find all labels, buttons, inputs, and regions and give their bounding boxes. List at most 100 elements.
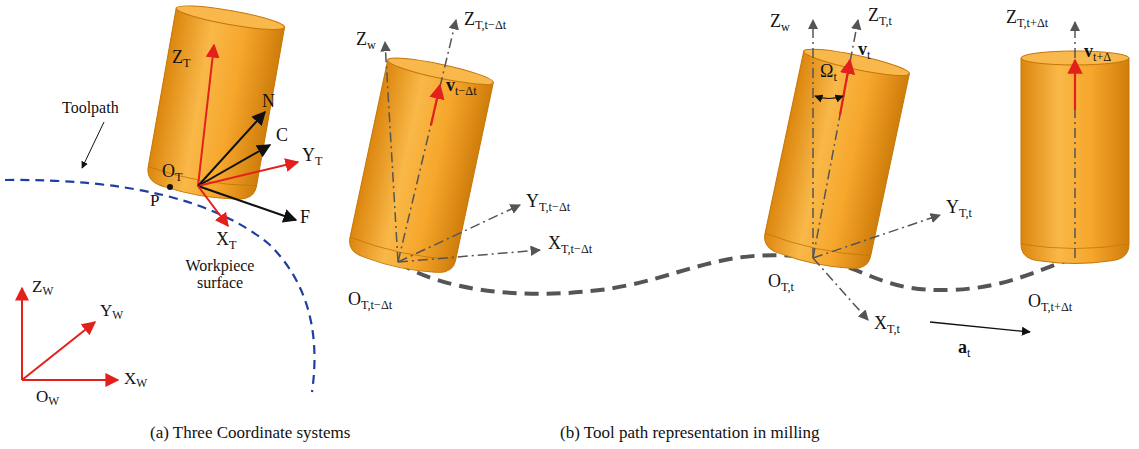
- symbol: v: [1084, 41, 1093, 61]
- axis-arrow: [22, 322, 95, 380]
- axis-arrow: [198, 162, 298, 186]
- axis-label: vt−Δt: [446, 76, 477, 95]
- subscript: T,t+Δt: [1041, 300, 1072, 314]
- text-label: P: [150, 192, 159, 210]
- subscript: T,t: [887, 322, 900, 336]
- axis-label: OT,t+Δt: [1028, 292, 1072, 311]
- subscript: T,t: [959, 206, 972, 220]
- axis-label: vt: [858, 40, 870, 59]
- tool-cylinder: [346, 53, 495, 278]
- subscript: t−Δt: [455, 84, 477, 98]
- symbol: O: [768, 271, 781, 291]
- toolpath-curve: [5, 180, 314, 392]
- symbol: Ω: [820, 61, 833, 81]
- contact-point: [167, 184, 173, 190]
- axis-label: XT,t−Δt: [548, 234, 592, 253]
- axis-label: ZT,t−Δt: [464, 10, 506, 29]
- axis-label: OT,t: [768, 272, 794, 291]
- subscript: T,t: [879, 14, 892, 28]
- subscript: t: [967, 346, 970, 360]
- angle-arc: [815, 96, 843, 99]
- symbol: Z: [868, 5, 879, 25]
- tool-cylinder: [145, 1, 286, 205]
- axis-label: Zw: [770, 12, 790, 31]
- vector-arrow: [198, 112, 265, 186]
- axis-label: YT,t−Δt: [526, 192, 570, 211]
- symbol: Y: [100, 301, 112, 320]
- subscript: t: [867, 48, 870, 62]
- symbol: O: [162, 161, 175, 181]
- subscript: T,t−Δt: [361, 298, 392, 312]
- symbol: O: [1028, 291, 1041, 311]
- symbol: O: [36, 387, 48, 406]
- symbol: O: [348, 289, 361, 309]
- symbol: v: [858, 39, 867, 59]
- subscript: T: [315, 154, 322, 168]
- subscript: W: [136, 377, 147, 390]
- axis-lines: [385, 20, 1075, 320]
- subscript: T: [175, 170, 182, 184]
- text-label: F: [300, 208, 310, 227]
- axis-label: Zw: [356, 30, 376, 49]
- symbol: X: [124, 369, 136, 388]
- velocity-arrow: [840, 60, 850, 115]
- axis-label: XT,t: [874, 314, 900, 333]
- subscript: T: [229, 238, 236, 252]
- symbol: Z: [464, 9, 475, 29]
- axis-label: ZT,t+Δt: [1006, 8, 1048, 27]
- symbol: X: [216, 229, 229, 249]
- symbol: Y: [302, 145, 315, 165]
- tool-cylinder: [761, 44, 911, 274]
- symbol: X: [874, 313, 887, 333]
- axis-label: OT: [162, 162, 182, 181]
- axis-arrow: [22, 379, 118, 381]
- subscript: T: [183, 56, 190, 70]
- axis-label: Ωt: [820, 62, 837, 81]
- symbol: Z: [32, 277, 42, 296]
- axis-label: YW: [100, 302, 123, 320]
- symbol: Y: [946, 197, 959, 217]
- subscript: T,t+Δt: [1017, 16, 1048, 30]
- text-label: Toolpath: [62, 100, 119, 117]
- symbol: a: [958, 337, 967, 357]
- subscript: t: [833, 70, 836, 84]
- symbol: Z: [356, 29, 367, 49]
- axis-label: ZT: [172, 48, 190, 67]
- axis-label: YT: [302, 146, 322, 165]
- axis-label: OW: [36, 388, 59, 406]
- text-label: N: [262, 92, 275, 111]
- axis-label: YT,t: [946, 198, 972, 217]
- axis-label: ZT,t: [868, 6, 892, 25]
- axis-label: vt+Δ: [1084, 42, 1111, 61]
- subscript: w: [367, 38, 376, 52]
- symbol: Z: [1006, 7, 1017, 27]
- text-label: Workpiece surface: [178, 258, 262, 292]
- axis-arrow: [21, 288, 23, 380]
- subscript: W: [42, 285, 53, 298]
- leader-line: [82, 122, 104, 168]
- text-label: (a) Three Coordinate systems: [150, 424, 350, 442]
- subscript: T,t−Δt: [539, 200, 570, 214]
- subscript: t+Δ: [1093, 50, 1111, 64]
- subscript: w: [781, 20, 790, 34]
- vector-arrow: [198, 186, 296, 220]
- axis-label: ZW: [32, 278, 53, 296]
- subscript: T,t−Δt: [561, 242, 592, 256]
- acceleration-arrow: [930, 322, 1030, 332]
- symbol: v: [446, 75, 455, 95]
- symbol: X: [548, 233, 561, 253]
- axis-label: OT,t−Δt: [348, 290, 392, 309]
- axis-label: at: [958, 338, 970, 357]
- subscript: T,t−Δt: [475, 18, 506, 32]
- axis-label: XW: [124, 370, 147, 388]
- velocity-arrow: [1074, 60, 1076, 110]
- axis-arrow: [198, 45, 214, 186]
- subscript: W: [112, 309, 123, 322]
- subscript: T,t: [781, 280, 794, 294]
- symbol: Z: [172, 47, 183, 67]
- subscript: W: [48, 395, 59, 408]
- text-label: (b) Tool path representation in milling: [560, 424, 820, 442]
- tool-path: [398, 255, 1075, 294]
